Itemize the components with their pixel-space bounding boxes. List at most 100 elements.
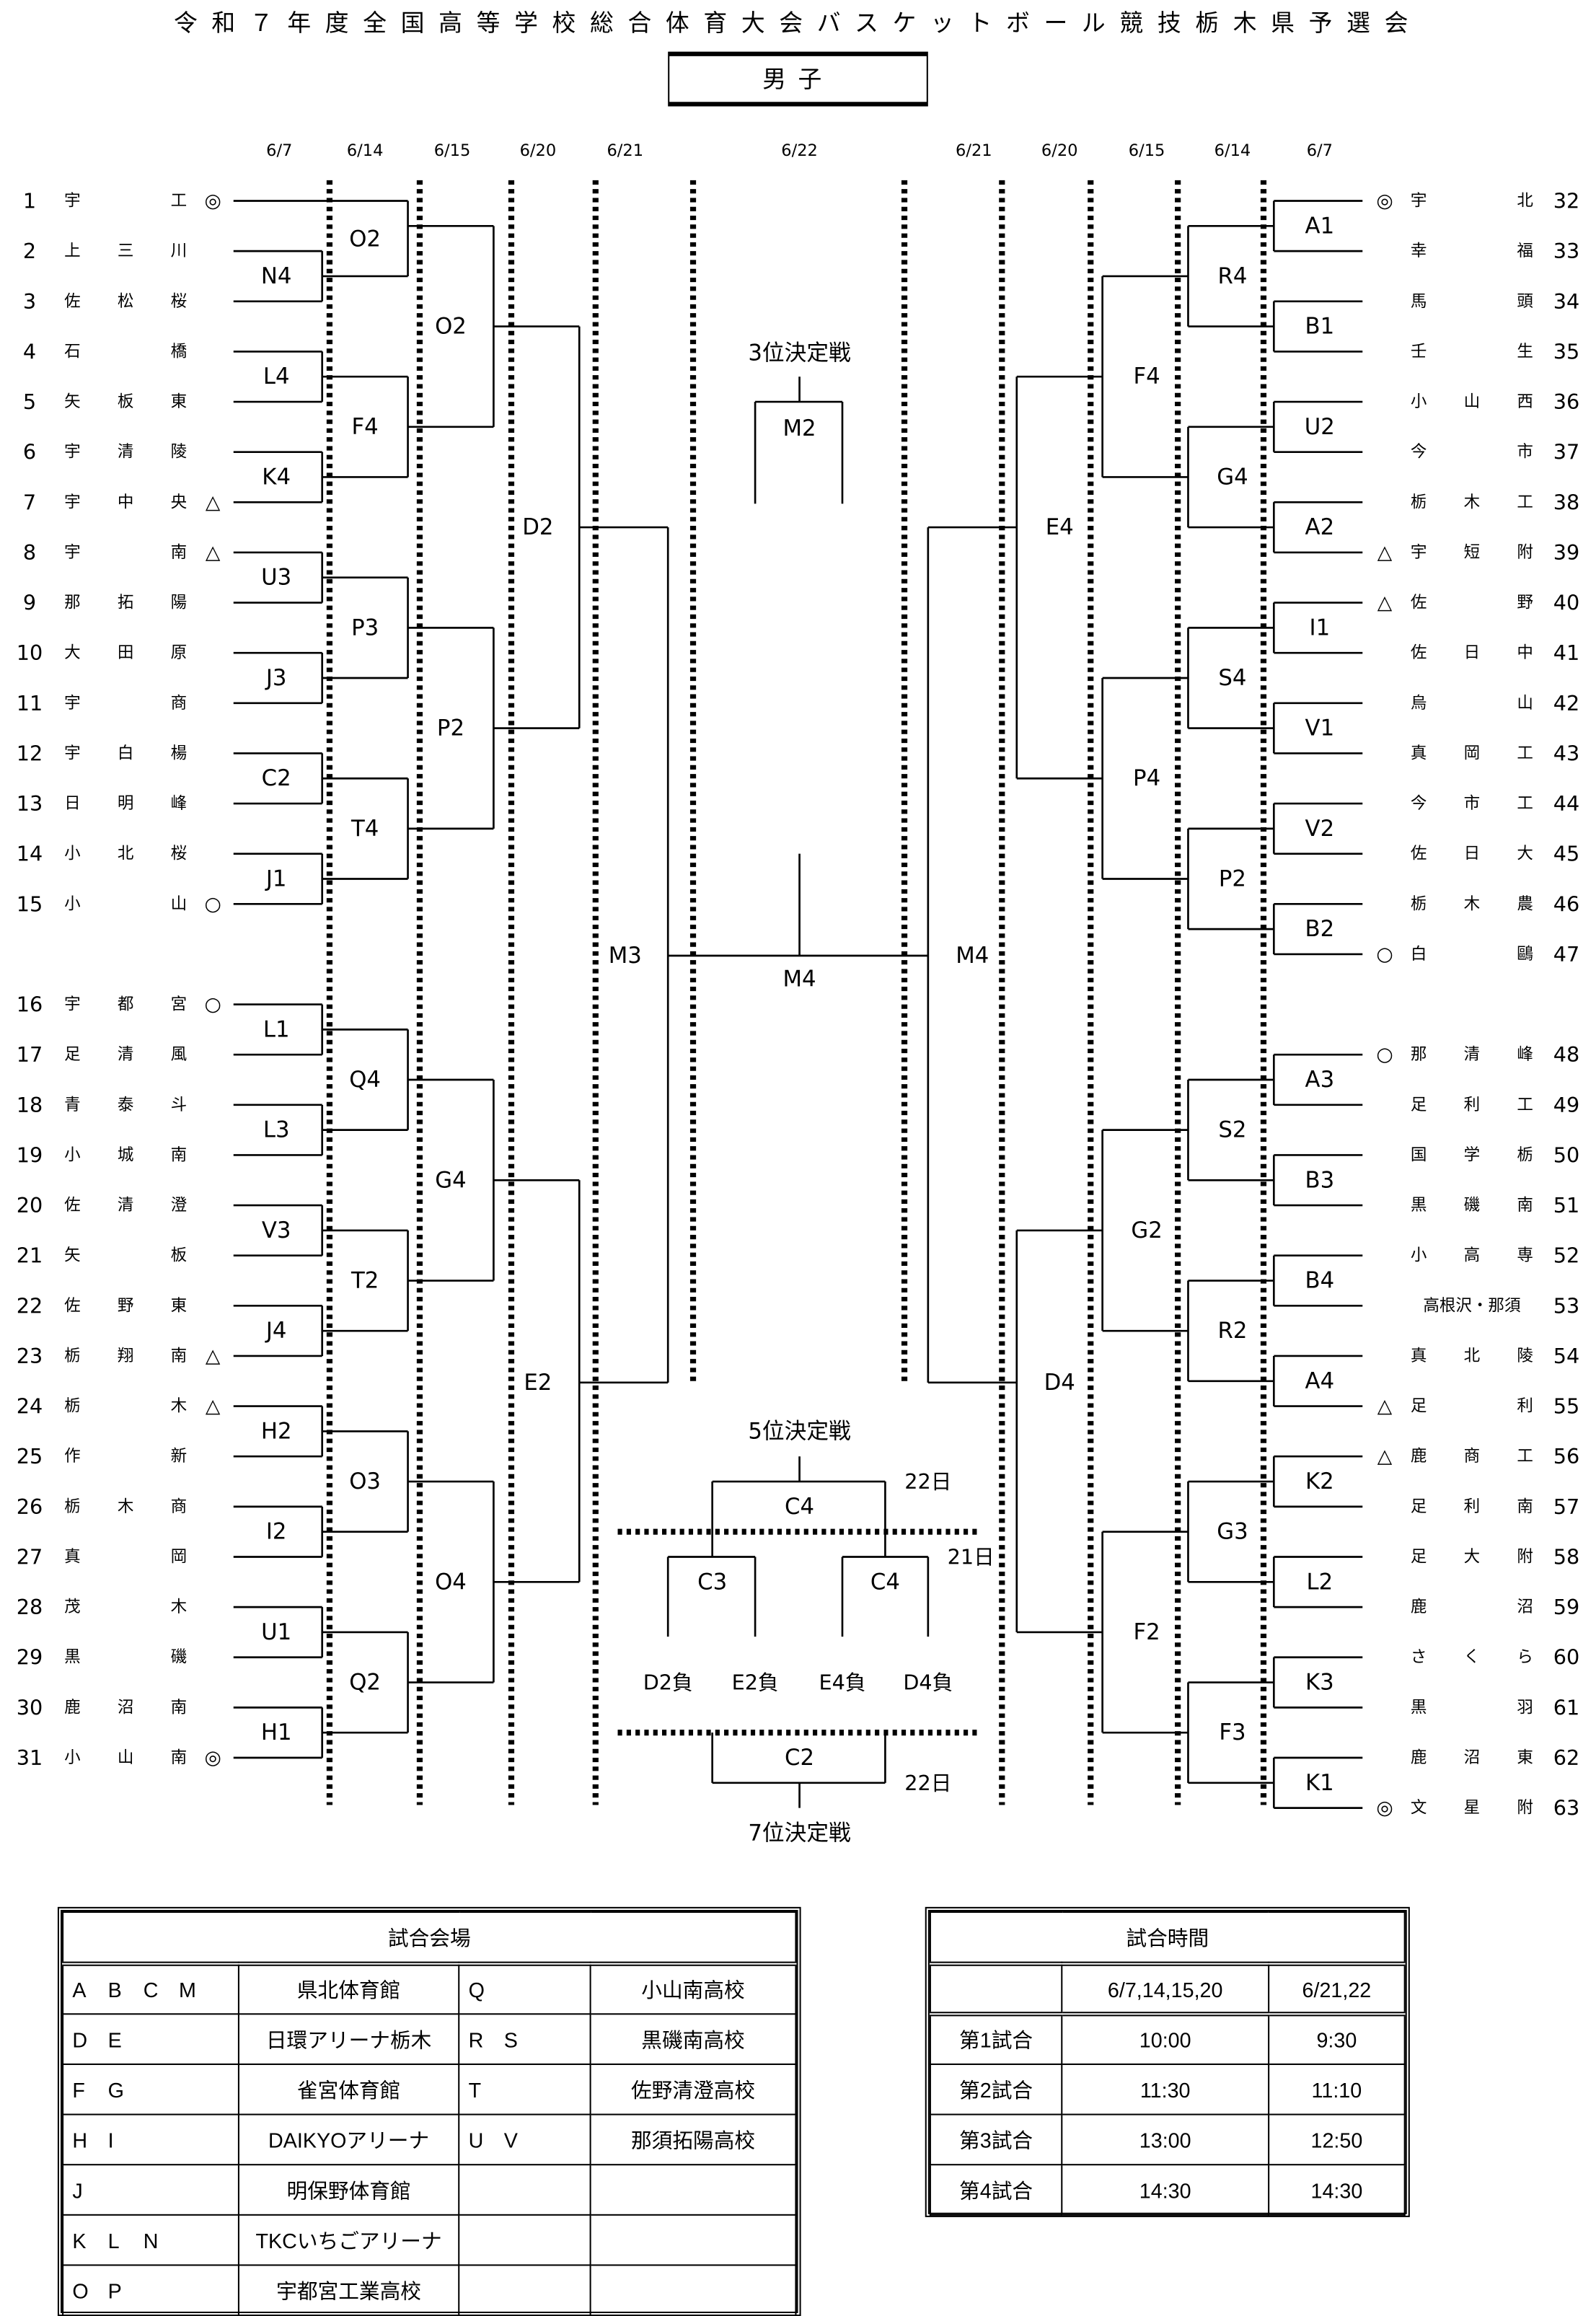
venue-name: 那須拓陽高校 <box>589 2113 797 2166</box>
match-label: A2 <box>1305 514 1335 540</box>
team-name: 岡 <box>171 1547 188 1566</box>
team-name: 野 <box>118 1296 134 1315</box>
team-name: 短 <box>1464 543 1481 562</box>
team-name: 附 <box>1517 1799 1533 1818</box>
date-label: 6/20 <box>520 141 557 160</box>
team-name: 南 <box>171 1145 188 1164</box>
venue-codes <box>458 2214 591 2266</box>
date-label: 6/14 <box>1214 141 1251 160</box>
match-label: A4 <box>1305 1368 1335 1394</box>
team-number: 9 <box>23 591 36 615</box>
match-label: A1 <box>1305 213 1335 239</box>
team-name: 東 <box>1517 1748 1533 1767</box>
venue-name: 県北体育館 <box>237 1963 460 2015</box>
venue-name: 黒磯南高校 <box>589 2013 797 2065</box>
final-match-label: M4 <box>783 967 816 992</box>
team-name: 羽 <box>1517 1698 1533 1717</box>
team-name: 山 <box>118 1748 134 1767</box>
team-name: 福 <box>1517 242 1533 260</box>
match-label: D4 <box>1044 1370 1075 1396</box>
team-name: 木 <box>118 1497 134 1516</box>
team-number: 8 <box>23 540 36 565</box>
team-name: 小 <box>64 1748 81 1767</box>
seed-mark: △ <box>206 491 221 514</box>
team-number: 28 <box>17 1595 43 1619</box>
venue-code: M <box>178 1978 196 2002</box>
team-name: 清 <box>118 443 134 462</box>
team-name: 南 <box>1517 1196 1533 1215</box>
team-name: 真 <box>1411 744 1427 762</box>
team-name: 宇 <box>1411 192 1427 211</box>
date-label: 6/21 <box>607 141 643 160</box>
team-number: 4 <box>23 339 36 364</box>
venue-code: U <box>468 2128 484 2152</box>
team-name: 専 <box>1517 1246 1533 1265</box>
team-number: 15 <box>17 891 43 916</box>
team-name: 泰 <box>118 1096 134 1114</box>
team-number: 26 <box>17 1494 43 1519</box>
team-number: 59 <box>1553 1595 1579 1619</box>
match-label: I2 <box>266 1519 287 1545</box>
match-label: L3 <box>263 1117 290 1143</box>
team-number: 29 <box>17 1645 43 1670</box>
team-name: 三 <box>118 242 134 260</box>
team-number: 58 <box>1553 1544 1579 1569</box>
team-name: 鹿 <box>1411 1598 1427 1616</box>
team-number: 36 <box>1553 389 1579 414</box>
team-name: 足 <box>1411 1547 1427 1566</box>
venue-name <box>589 2214 797 2266</box>
seed-mark: △ <box>1377 1395 1393 1417</box>
team-name: 農 <box>1517 894 1533 913</box>
date-label: 6/7 <box>266 141 292 160</box>
match-label: E4 <box>1046 514 1074 540</box>
team-number: 56 <box>1553 1444 1579 1469</box>
seed-mark: △ <box>1377 541 1393 563</box>
team-name: 市 <box>1464 794 1481 813</box>
match-label: U1 <box>261 1619 291 1645</box>
team-name: 木 <box>171 1598 188 1616</box>
team-name: 斗 <box>171 1096 188 1114</box>
team-name: 岡 <box>1464 744 1481 762</box>
seed-mark: △ <box>206 1344 221 1367</box>
venue-code: I <box>107 2128 114 2152</box>
team-name: 高 <box>1464 1246 1481 1265</box>
team-name: 那 <box>1411 1045 1427 1064</box>
team-name: 工 <box>171 192 188 211</box>
team-name: 黒 <box>1411 1196 1427 1215</box>
match-label: H2 <box>261 1418 292 1444</box>
team-name: 沼 <box>1517 1598 1533 1616</box>
match-label: H1 <box>261 1720 292 1745</box>
team-name: 栃 <box>64 1397 81 1416</box>
team-name: 央 <box>171 493 188 511</box>
team-number: 20 <box>17 1193 43 1218</box>
team-name: 商 <box>171 694 188 713</box>
team-name: 南 <box>171 1347 188 1365</box>
team-name: 西 <box>1517 392 1533 411</box>
team-number: 57 <box>1553 1494 1579 1519</box>
match-label: V3 <box>262 1218 291 1243</box>
team-name: 宇 <box>64 543 81 562</box>
seed-mark: ○ <box>1376 1044 1393 1066</box>
match-label: F2 <box>1133 1619 1160 1645</box>
match-label: L4 <box>263 364 290 389</box>
team-name: 峰 <box>1517 1045 1533 1064</box>
team-name: 鹿 <box>64 1698 81 1717</box>
match-label: F3 <box>1219 1720 1246 1745</box>
venue-codes: J <box>62 2164 239 2216</box>
match-label: O2 <box>435 314 467 340</box>
time-header-blank <box>929 1963 1063 2017</box>
start-time: 11:30 <box>1061 2063 1270 2115</box>
match-label: T4 <box>350 816 379 842</box>
match-label: C2 <box>262 765 291 791</box>
day-label: 22日 <box>904 1469 951 1494</box>
seed-mark: ○ <box>204 893 221 915</box>
team-name: 北 <box>1517 192 1533 211</box>
team-name: 磯 <box>171 1648 188 1667</box>
